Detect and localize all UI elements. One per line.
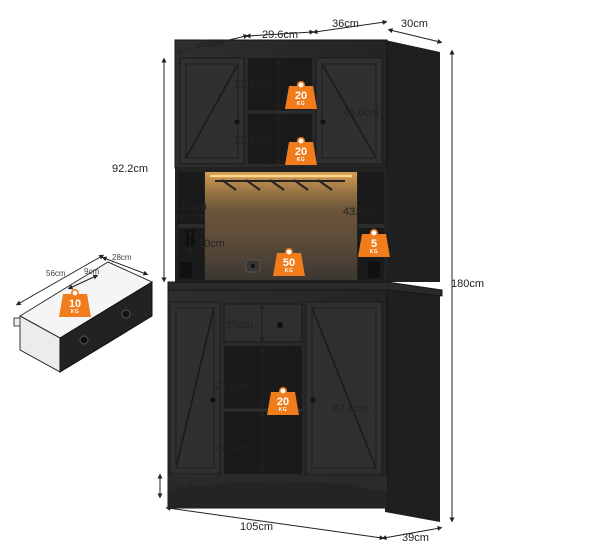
- load-badge-drawer: 10 KG: [58, 288, 92, 318]
- dim-side-cubby-height: 10cm: [198, 238, 225, 250]
- dim-drawer-height: 15cm: [226, 319, 253, 331]
- load-badge-side-cubby: 5 KG: [357, 228, 391, 258]
- dim-base-height: 87.8cm: [333, 403, 370, 415]
- left-base-door: [169, 301, 221, 475]
- dim-hutch-height: 92.2cm: [112, 163, 149, 175]
- dim-overall-height: 180cm: [451, 278, 485, 290]
- dim-right-door-width: 36cm: [332, 18, 359, 30]
- left-upper-door: [179, 57, 245, 165]
- dim-right-cabinet-width: 30.6cm: [319, 481, 356, 493]
- right-base-door: [305, 301, 383, 475]
- side-panel-lower: [385, 284, 440, 522]
- dim-middle-base-width: 37.8cm: [240, 495, 277, 507]
- weight-icon: [59, 289, 91, 317]
- load-badge-base-shelf: 20 KG: [266, 386, 300, 416]
- weight-icon: [285, 81, 317, 109]
- right-side-cubbies: [358, 172, 384, 280]
- dimension-lines: [15, 19, 455, 541]
- dim-drawer-depth: 9cm: [84, 267, 100, 276]
- glass-rack: [215, 179, 345, 191]
- weight-icon: [358, 229, 390, 257]
- weight-icon: [285, 137, 317, 165]
- dim-drawer-width: 28cm: [112, 253, 132, 262]
- dim-overall-width: 105cm: [240, 521, 274, 533]
- dim-open-area-height: 43.6cm: [343, 206, 380, 218]
- dim-lower-compartment-height: 20.2cm: [215, 442, 252, 454]
- dim-top-depth: 30cm: [401, 18, 428, 30]
- side-panel-upper: [385, 40, 440, 282]
- dim-lower-shelf-height: 22.2cm: [234, 135, 271, 147]
- dim-cabinet-shelf-height: 21.6cm: [215, 381, 252, 393]
- dim-middle-width: 29.6cm: [262, 29, 299, 41]
- dim-left-cabinet-width: 30.6cm: [172, 483, 209, 495]
- dim-side-cubby-width: 10cm: [180, 201, 207, 213]
- right-upper-door: [315, 57, 383, 165]
- weight-icon: [273, 248, 305, 276]
- dim-door-height: 45.6cm: [343, 107, 380, 119]
- load-badge-lower-hutch-shelf: 20 KG: [284, 136, 318, 166]
- weight-icon: [267, 387, 299, 415]
- left-side-cubbies: [178, 172, 204, 280]
- dim-upper-shelf-height: 22.2cm: [234, 79, 271, 91]
- dim-left-door-width: 36cm: [198, 38, 225, 50]
- dim-drawer-length: 56cm: [46, 269, 66, 278]
- load-badge-countertop: 50 KG: [272, 247, 306, 277]
- load-badge-upper-shelf: 20 KG: [284, 80, 318, 110]
- dim-overall-depth: 39cm: [402, 532, 429, 544]
